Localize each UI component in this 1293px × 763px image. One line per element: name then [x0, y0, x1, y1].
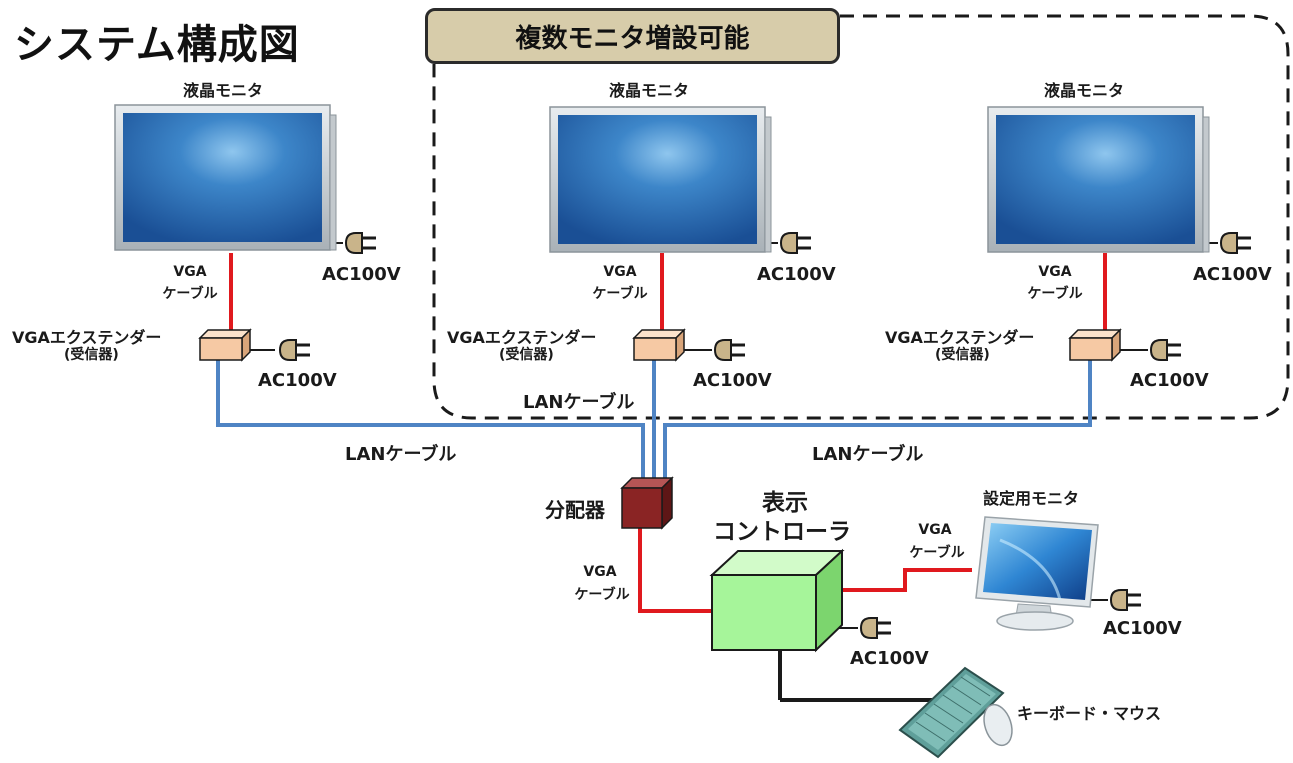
power-plug-icon [713, 338, 747, 362]
vga-cable-label: ケーブル [909, 545, 965, 561]
power-label: AC100V [258, 370, 337, 391]
vga-cable-label: VGA [1038, 264, 1072, 280]
vga-cable-label: VGA [583, 564, 617, 580]
setup-monitor [975, 516, 1099, 631]
extender-label: VGAエクステンダー [885, 328, 1035, 347]
expansion-tag: 複数モニタ増設可能 [425, 8, 840, 64]
lcd-monitor-3 [987, 106, 1210, 253]
power-plug-icon [344, 231, 378, 255]
lan-cables [216, 360, 1092, 488]
extender-sub-label: (受信器) [64, 347, 119, 363]
power-plug-icon [1109, 588, 1143, 612]
lcd-monitor-1 [114, 104, 337, 251]
power-label: AC100V [1193, 264, 1272, 285]
splitter-box [620, 476, 674, 530]
vga-cables [229, 253, 1107, 613]
vga-cable-label: ケーブル [574, 587, 630, 603]
lan-cable-label: LANケーブル [523, 392, 635, 413]
keyboard-mouse-icon [898, 666, 1013, 759]
power-label: AC100V [1103, 618, 1182, 639]
splitter-label: 分配器 [545, 498, 605, 522]
power-label: AC100V [693, 370, 772, 391]
power-label: AC100V [1130, 370, 1209, 391]
expansion-region-border [432, 14, 1290, 420]
vga-extender-1 [199, 329, 251, 361]
monitor-label: 液晶モニタ [183, 81, 264, 100]
keyboard-mouse-label: キーボード・マウス [1017, 704, 1162, 723]
display-controller-box [709, 548, 940, 702]
vga-extender-2 [633, 329, 685, 361]
extender-sub-label: (受信器) [499, 347, 554, 363]
vga-cable-label: ケーブル [162, 286, 218, 302]
extender-label: VGAエクステンダー [12, 328, 162, 347]
power-plug-icon [859, 616, 893, 640]
power-plug-icon [278, 338, 312, 362]
monitor-label: 液晶モニタ [1044, 81, 1125, 100]
extender-sub-label: (受信器) [935, 347, 990, 363]
vga-extender-3 [1069, 329, 1121, 361]
vga-cable-label: VGA [918, 522, 952, 538]
vga-cable-label: ケーブル [592, 286, 648, 302]
controller-label: コントローラ [713, 519, 851, 545]
diagram-title: システム構成図 [14, 22, 300, 68]
power-label: AC100V [757, 264, 836, 285]
power-label: AC100V [850, 648, 929, 669]
lan-cable-label: LANケーブル [812, 444, 924, 465]
monitor-label: 液晶モニタ [609, 81, 690, 100]
power-label: AC100V [322, 264, 401, 285]
power-plug-icon [1219, 231, 1253, 255]
vga-cable-label: VGA [603, 264, 637, 280]
controller-label: 表示 [762, 490, 808, 516]
power-plug-icon [1149, 338, 1183, 362]
extender-label: VGAエクステンダー [447, 328, 597, 347]
lan-cable-label: LANケーブル [345, 444, 457, 465]
lcd-monitor-2 [549, 106, 772, 253]
vga-cable-label: ケーブル [1027, 286, 1083, 302]
vga-cable-label: VGA [173, 264, 207, 280]
setup-monitor-label: 設定用モニタ [983, 489, 1080, 508]
power-plug-icon [779, 231, 813, 255]
